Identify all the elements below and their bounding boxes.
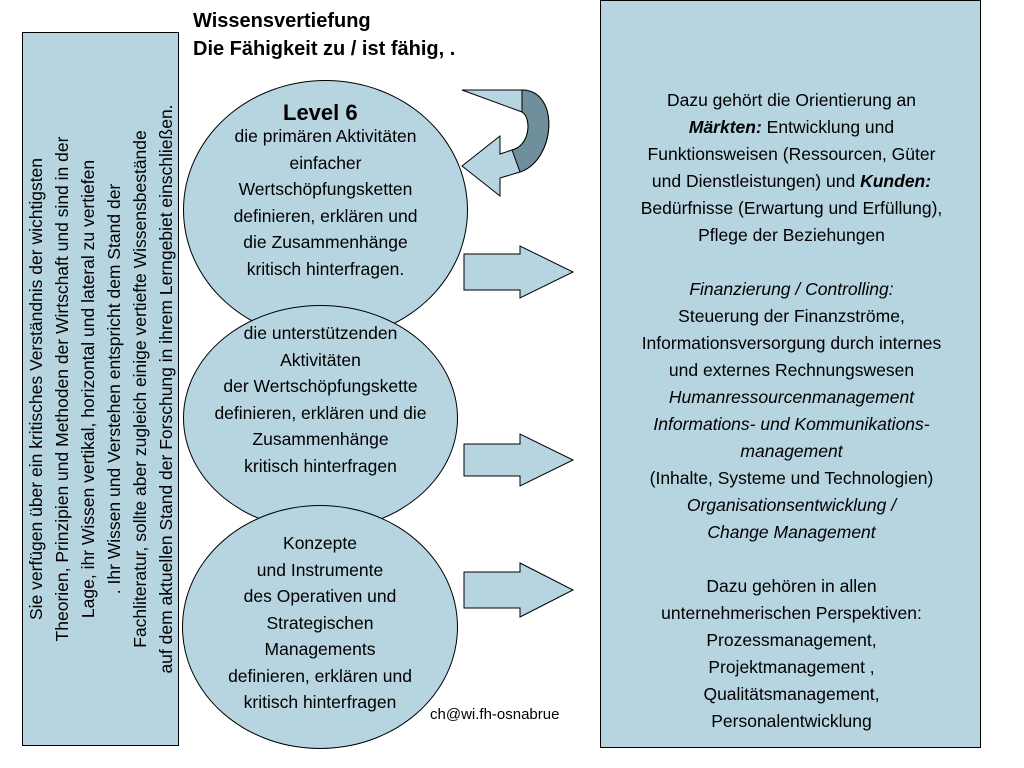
- rp-line: Dazu gehört die Orientierung an: [666, 90, 917, 110]
- level-label: Level 6: [283, 100, 358, 125]
- right-panel: Dazu gehört die Orientierung an Märkten:…: [600, 0, 981, 748]
- rp-line: Bedürfnisse (Erwartung und Erfüllung),: [640, 198, 943, 218]
- rp-line: management: [740, 441, 843, 461]
- rp-bold-maerkte: Märkten:: [688, 117, 762, 137]
- rp-line: Change Management: [707, 522, 876, 542]
- curved-arrow-icon: [461, 89, 550, 198]
- rp-line: Pflege der Beziehungen: [698, 225, 885, 245]
- circle-1-text: die primären Aktivitäten einfacher Werts…: [233, 126, 418, 279]
- rp-line: (Inhalte, Systeme und Technologien): [649, 468, 934, 488]
- circle-3-text: Konzepte und Instrumente des Operativen …: [228, 533, 412, 712]
- rp-line: Prozessmanagement,: [706, 630, 877, 650]
- rp-line: und Dienstleistungen) und Kunden:: [601, 168, 982, 195]
- rp-bold-kunden: Kunden:: [860, 171, 932, 191]
- rp-line: Qualitätsmanagement,: [703, 684, 880, 704]
- rp-line: Informations- und Kommunikations-: [653, 414, 930, 434]
- rp-line: Finanzierung / Controlling:: [689, 279, 894, 299]
- rp-line: Märkten: Entwicklung und: [601, 114, 982, 141]
- header: Wissensvertiefung Die Fähigkeit zu / ist…: [193, 7, 455, 63]
- left-panel: Sie verfügen über ein kritisches Verstän…: [22, 32, 179, 746]
- circle-2-text: die unterstützenden Aktivitäten der Wert…: [214, 323, 427, 476]
- right-panel-text: Dazu gehört die Orientierung an Märkten:…: [601, 87, 982, 735]
- rp-line: unternehmerischen Perspektiven:: [661, 603, 922, 623]
- circle-primary-activities: die primären Aktivitäten einfacher Werts…: [183, 80, 468, 340]
- rp-line: Projektmanagement ,: [708, 657, 875, 677]
- rp-line: Informationsversorgung durch internes: [641, 333, 942, 353]
- rp-line: Humanressourcenmanagement: [668, 387, 915, 407]
- rp-span: Entwicklung und: [761, 117, 895, 137]
- rp-line: Personalentwicklung: [711, 711, 872, 731]
- rp-line: und externes Rechnungswesen: [668, 360, 915, 380]
- arrow-right-icon-3: [463, 562, 575, 618]
- rp-line: Organisationsentwicklung /: [686, 495, 897, 515]
- arrow-right-icon-2: [463, 433, 575, 487]
- rp-line: Funktionsweisen (Ressourcen, Güter: [647, 144, 936, 164]
- rp-line: Steuerung der Finanzströme,: [678, 306, 905, 326]
- arrow-right-icon-1: [463, 245, 575, 299]
- circle-management-concepts: Konzepte und Instrumente des Operativen …: [182, 505, 458, 749]
- rp-span: und Dienstleistungen) und: [651, 171, 861, 191]
- header-line-2: Die Fähigkeit zu / ist fähig, .: [193, 38, 456, 60]
- circle-support-activities: die unterstützenden Aktivitäten der Wert…: [183, 305, 458, 531]
- footer-email: ch@wi.fh-osnabrue: [430, 706, 560, 723]
- header-line-1: Wissensvertiefung: [193, 10, 371, 32]
- rp-line: Dazu gehören in allen: [706, 576, 877, 596]
